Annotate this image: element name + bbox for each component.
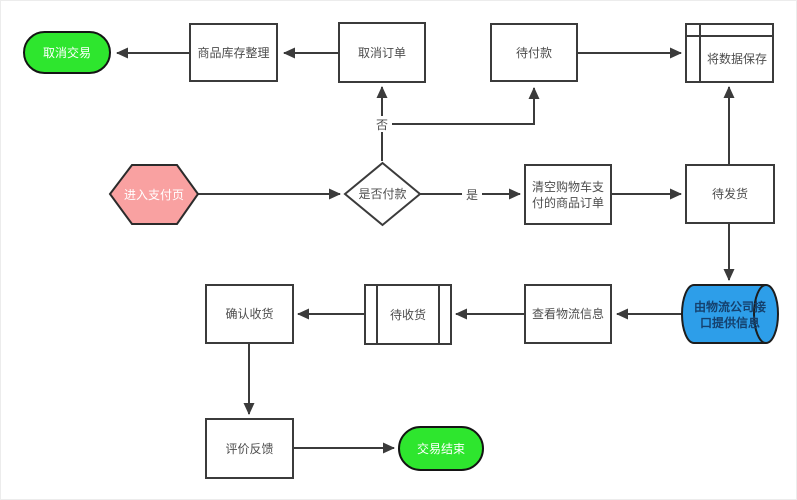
internal-storage-save-data-shape <box>685 23 774 83</box>
process-view-logistics-shape <box>524 284 612 344</box>
cylinder-logistics-source-shape <box>681 284 779 344</box>
process-pending-ship-shape <box>685 164 775 224</box>
terminator-cancel-end-shape <box>23 31 111 74</box>
predefined-process-pending-receipt-shape <box>364 284 452 345</box>
decision-diamond-shape <box>343 161 422 227</box>
process-cancel-order-shape <box>338 22 426 83</box>
process-confirm-receipt-shape <box>205 284 294 344</box>
hexagon-enter-payment-shape <box>108 164 200 225</box>
terminator-end-shape <box>398 426 484 471</box>
edge-decision-no-to-pending-payment <box>382 87 540 125</box>
process-pending-payment-shape <box>490 23 578 82</box>
process-feedback-shape <box>205 418 294 479</box>
process-clear-cart-shape <box>524 164 612 225</box>
process-inventory-shape <box>189 23 278 82</box>
